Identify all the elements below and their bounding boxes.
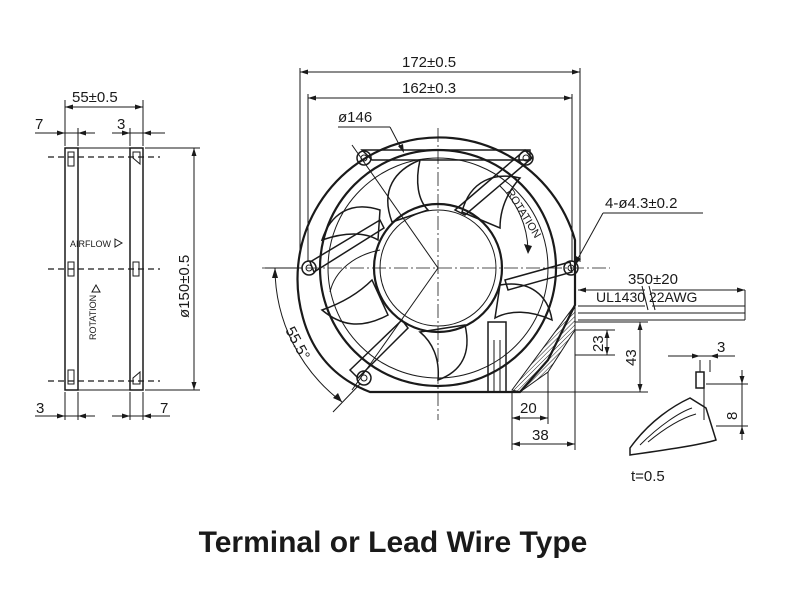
side-right-offset-dim: 3 (117, 116, 125, 133)
side-bottom-right-dim: 7 (160, 400, 168, 417)
terminal-box (487, 321, 507, 393)
venturi-diameter-dim: ø146 (338, 109, 372, 126)
side-bottom-left-dim: 3 (36, 400, 44, 417)
front-rotation-label: ROTATION (503, 187, 542, 240)
blade (320, 206, 381, 242)
side-left-offset-dim: 7 (35, 116, 43, 133)
mount-hole (563, 260, 579, 276)
terminal-blade (629, 397, 717, 456)
terminal-tab (695, 371, 705, 389)
blade (461, 175, 522, 230)
wire-spec: UL1430 22AWG (596, 289, 697, 305)
blade (494, 283, 553, 322)
dim-43: 43 (623, 349, 640, 366)
dim-20: 20 (520, 400, 537, 417)
terminal-detail: 3 8 t=0.5 (629, 339, 748, 485)
wire-length-dim: 350±20 (628, 271, 678, 288)
airflow-arrow-icon (114, 238, 124, 248)
blade (320, 278, 389, 325)
airflow-label: AIRFLOW (70, 239, 112, 249)
terminal-width-dim: 3 (717, 339, 725, 356)
mount-hole (356, 150, 372, 166)
side-view: 55±0.5 7 3 3 7 ø150±0.5 AIRFLOW ROTATION (35, 89, 200, 420)
hatched-section (511, 303, 576, 393)
angle-dim: 55.5° (281, 324, 313, 363)
drawing-title: Terminal or Lead Wire Type (199, 526, 588, 559)
side-diameter-dim: ø150±0.5 (176, 255, 193, 318)
mount-holes-dim: 4-ø4.3±0.2 (605, 195, 677, 212)
blade (418, 324, 468, 382)
terminal-height-dim: 8 (724, 412, 741, 420)
terminal-thickness: t=0.5 (631, 468, 665, 485)
side-width-dim: 55±0.5 (72, 89, 118, 106)
front-view: 172±0.5 162±0.3 (262, 54, 746, 450)
mount-hole (518, 150, 534, 166)
hole-spacing-dim: 162±0.3 (402, 80, 456, 97)
side-rotation-label: ROTATION (88, 295, 98, 340)
overall-width-dim: 172±0.5 (402, 54, 456, 71)
dim-23: 23 (590, 335, 607, 352)
rotation-arrow-icon (91, 283, 101, 293)
mount-hole (356, 370, 372, 386)
dim-38: 38 (532, 427, 549, 444)
